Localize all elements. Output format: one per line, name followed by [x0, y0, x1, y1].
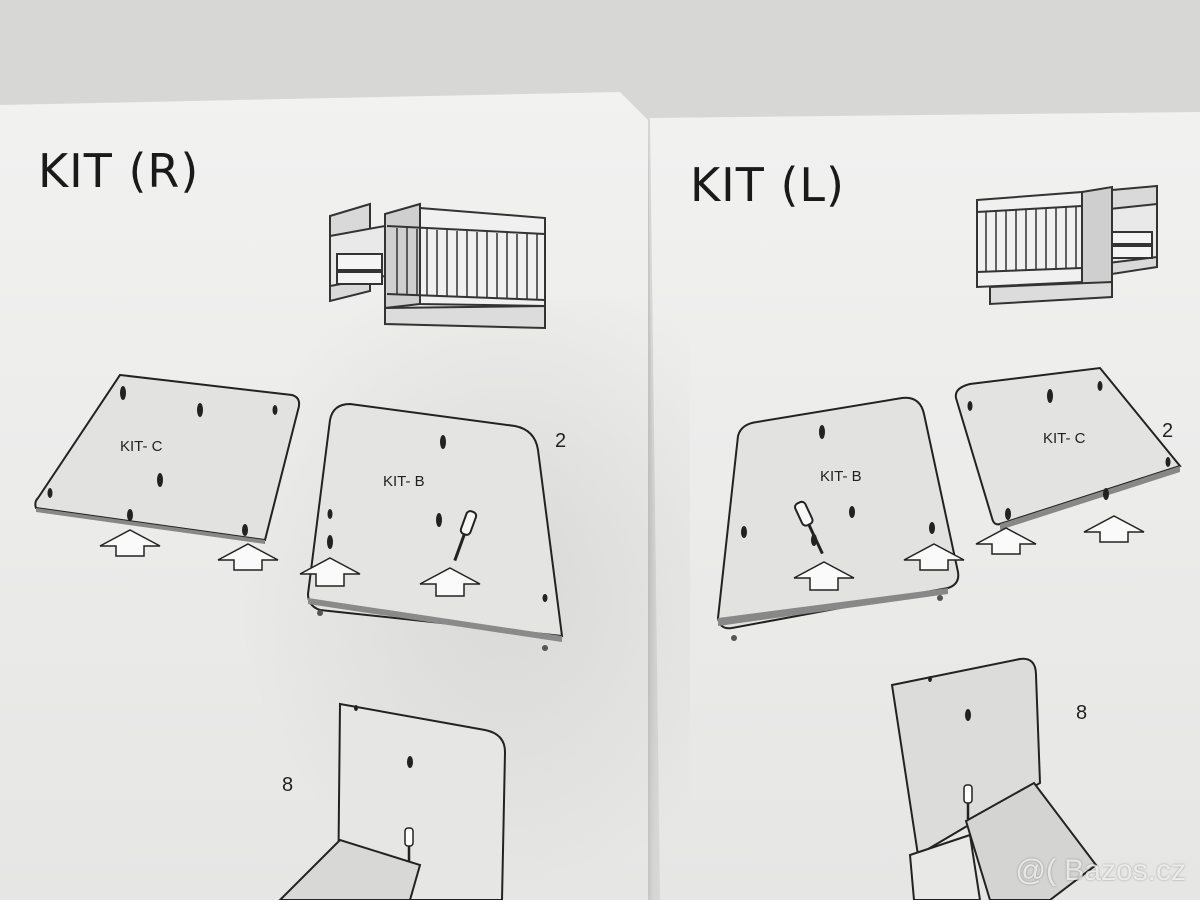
step-number-8-left: 8 [282, 774, 294, 796]
arrow-up-icon [299, 557, 361, 587]
panel-step-8-right [890, 657, 1098, 900]
screwdriver-icon [794, 500, 824, 555]
panel-kit-c-left [34, 373, 301, 544]
page-title-left: KIT (R) [38, 144, 200, 198]
arrow-up-icon [793, 561, 855, 591]
panel-label-kit-c-left: KIT- C [120, 438, 163, 455]
panel-step-8-left [278, 702, 507, 900]
arrow-up-icon [419, 567, 481, 597]
panel-label-kit-b-right: KIT- B [820, 468, 862, 485]
arrow-up-icon [1083, 515, 1145, 543]
crib-illustration-left [329, 202, 546, 330]
crib-illustration-right [976, 184, 1158, 306]
panel-kit-b-left [306, 402, 564, 651]
step-number-2-left: 2 [555, 430, 567, 452]
step-number-2-right: 2 [1162, 420, 1174, 442]
arrow-up-icon [99, 529, 161, 557]
arrow-up-icon [903, 543, 965, 571]
watermark: @( Bazos.cz [1015, 854, 1187, 887]
arrow-up-icon [975, 527, 1037, 555]
panel-label-kit-b-left: KIT- B [383, 473, 425, 490]
screwdriver-icon [453, 510, 478, 562]
arrow-up-icon [217, 543, 279, 571]
panel-label-kit-c-right: KIT- C [1043, 430, 1086, 447]
panel-kit-b-right [716, 396, 960, 641]
page-title-right: KIT (L) [690, 158, 845, 212]
panel-kit-c-right [954, 366, 1182, 530]
step-number-8-right: 8 [1076, 702, 1088, 724]
